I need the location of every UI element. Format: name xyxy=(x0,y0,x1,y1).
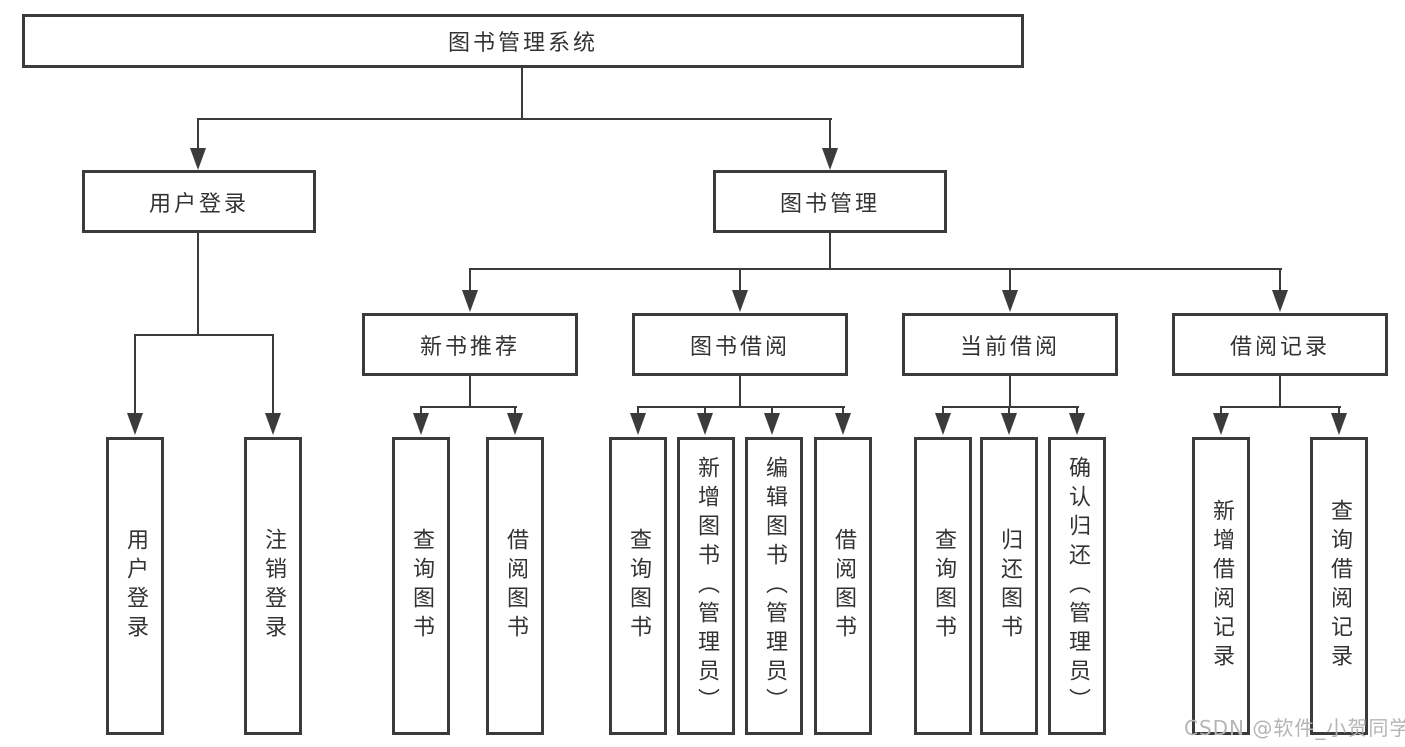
arrow-down-icon xyxy=(462,290,478,312)
leaf-borrow-books-recommend: 借阅图书 xyxy=(486,437,544,735)
connector-line xyxy=(637,406,845,408)
connector-line xyxy=(1220,406,1341,408)
arrow-down-icon xyxy=(822,148,838,170)
node-label: 用户登录 xyxy=(148,191,249,217)
connector-line xyxy=(829,233,831,270)
leaf-label: 确认归还（管理员） xyxy=(1065,455,1090,717)
connector-line xyxy=(469,268,1282,270)
leaf-user-login: 用户登录 xyxy=(106,437,164,735)
connector-line xyxy=(1279,269,1281,292)
arrow-down-icon xyxy=(764,413,780,435)
connector-line xyxy=(134,335,136,415)
connector-line xyxy=(942,407,944,415)
leaf-label: 新增借阅记录 xyxy=(1209,499,1234,673)
leaf-query-books-recommend: 查询图书 xyxy=(392,437,450,735)
arrow-down-icon xyxy=(127,413,143,435)
arrow-down-icon xyxy=(413,413,429,435)
arrow-down-icon xyxy=(1002,290,1018,312)
connector-line xyxy=(197,119,199,151)
node-label: 图书管理 xyxy=(779,191,880,217)
node-new-book-recommend: 新书推荐 xyxy=(362,313,578,376)
connector-line xyxy=(514,407,516,415)
connector-line xyxy=(1220,407,1222,415)
connector-line xyxy=(521,67,523,119)
arrow-down-icon xyxy=(1213,413,1229,435)
leaf-query-books-current: 查询图书 xyxy=(914,437,972,735)
connector-line xyxy=(1279,376,1281,407)
leaf-logout: 注销登录 xyxy=(244,437,302,735)
connector-line xyxy=(1009,269,1011,292)
leaf-label: 查询图书 xyxy=(626,528,651,644)
arrow-down-icon xyxy=(1272,290,1288,312)
leaf-add-books-admin: 新增图书（管理员） xyxy=(677,437,735,735)
arrow-down-icon xyxy=(935,413,951,435)
leaf-label: 注销登录 xyxy=(261,528,286,644)
node-book-management: 图书管理 xyxy=(713,170,947,233)
node-label: 新书推荐 xyxy=(419,334,520,360)
connector-line xyxy=(1009,376,1011,407)
connector-line xyxy=(1076,407,1078,415)
node-label: 图书管理系统 xyxy=(447,31,598,56)
leaf-edit-books-admin: 编辑图书（管理员） xyxy=(745,437,803,735)
leaf-label: 查询图书 xyxy=(931,528,956,644)
connector-line xyxy=(197,118,832,120)
connector-line xyxy=(420,406,517,408)
connector-line xyxy=(469,376,471,407)
leaf-label: 编辑图书（管理员） xyxy=(762,455,787,717)
node-library-system: 图书管理系统 xyxy=(22,14,1024,68)
leaf-add-borrow-record: 新增借阅记录 xyxy=(1192,437,1250,735)
arrow-down-icon xyxy=(265,413,281,435)
connector-line xyxy=(469,269,471,292)
leaf-borrow-books: 借阅图书 xyxy=(814,437,872,735)
node-book-borrow: 图书借阅 xyxy=(632,313,848,376)
arrow-down-icon xyxy=(732,290,748,312)
arrow-down-icon xyxy=(1001,413,1017,435)
node-label: 借阅记录 xyxy=(1229,334,1330,360)
leaf-label: 新增图书（管理员） xyxy=(694,455,719,717)
node-current-borrow: 当前借阅 xyxy=(902,313,1118,376)
arrow-down-icon xyxy=(507,413,523,435)
leaf-query-books-borrow: 查询图书 xyxy=(609,437,667,735)
leaf-label: 归还图书 xyxy=(997,528,1022,644)
node-user-login: 用户登录 xyxy=(82,170,316,233)
leaf-query-borrow-record: 查询借阅记录 xyxy=(1310,437,1368,735)
connector-line xyxy=(1338,407,1340,415)
arrow-down-icon xyxy=(835,413,851,435)
connector-line xyxy=(197,233,199,336)
arrow-down-icon xyxy=(190,148,206,170)
leaf-return-books: 归还图书 xyxy=(980,437,1038,735)
leaf-confirm-return-admin: 确认归还（管理员） xyxy=(1048,437,1106,735)
leaf-label: 查询图书 xyxy=(409,528,434,644)
leaf-label: 借阅图书 xyxy=(503,528,528,644)
connector-line xyxy=(771,407,773,415)
connector-line xyxy=(704,407,706,415)
connector-line xyxy=(829,119,831,151)
arrow-down-icon xyxy=(630,413,646,435)
connector-line xyxy=(420,407,422,415)
connector-line xyxy=(739,376,741,407)
connector-line xyxy=(842,407,844,415)
connector-line xyxy=(739,269,741,292)
connector-line xyxy=(134,334,274,336)
node-label: 图书借阅 xyxy=(689,334,790,360)
node-label: 当前借阅 xyxy=(959,334,1060,360)
connector-line xyxy=(272,335,274,415)
leaf-label: 查询借阅记录 xyxy=(1327,499,1352,673)
csdn-watermark: CSDN @软件_小贺同学 xyxy=(1184,716,1405,740)
leaf-label: 用户登录 xyxy=(123,528,148,644)
connector-line xyxy=(942,406,1079,408)
connector-line xyxy=(1008,407,1010,415)
arrow-down-icon xyxy=(697,413,713,435)
leaf-label: 借阅图书 xyxy=(831,528,856,644)
arrow-down-icon xyxy=(1331,413,1347,435)
connector-line xyxy=(637,407,639,415)
node-borrow-records: 借阅记录 xyxy=(1172,313,1388,376)
arrow-down-icon xyxy=(1069,413,1085,435)
